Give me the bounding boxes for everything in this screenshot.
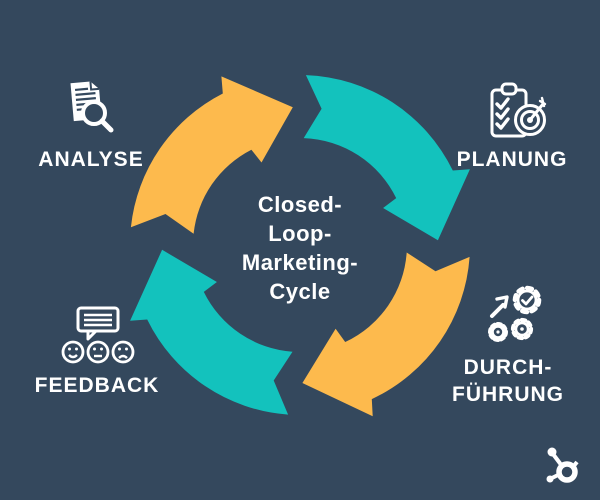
stage-label-line: FÜHRUNG [452,383,564,406]
cycle-arrow-top-left [130,76,293,234]
stage-label-line: DURCH- [463,356,553,379]
gears-launch-icon [488,285,542,342]
cycle-title-line: Cycle [269,279,331,304]
cycle-title: Closed- Loop- Marketing- Cycle [190,190,410,306]
cycle-title-line: Loop- [268,221,332,246]
stage-label-feedback: FEEDBACK [34,374,160,397]
cycle-title-line: Closed- [257,192,343,217]
stage-label-planung: PLANUNG [456,148,568,171]
cycle-arrow-bottom-left [130,249,293,415]
clipboard-target-icon [490,82,547,138]
cycle-arrow-top-right [303,75,470,241]
document-magnifier-icon [70,81,114,133]
stage-label-analyse: ANALYSE [38,148,144,171]
cycle-arrow-bottom-right [302,252,470,417]
hubspot-sprocket-icon [546,447,579,483]
feedback-bubble-faces-icon [61,306,135,364]
cycle-title-line: Marketing- [241,250,359,275]
stage-label-durchfuehrung: DURCH- FÜHRUNG [418,354,598,408]
